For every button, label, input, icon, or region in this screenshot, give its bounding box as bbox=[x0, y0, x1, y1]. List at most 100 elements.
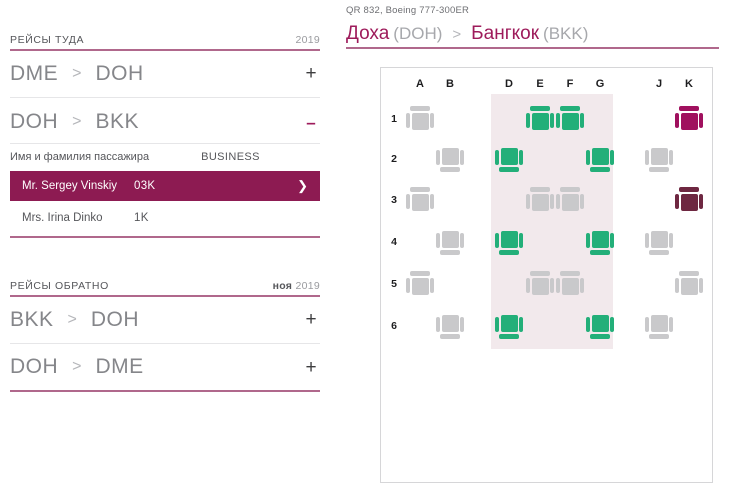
seat-armrest-left bbox=[645, 150, 649, 165]
seat-cushion bbox=[441, 315, 459, 332]
seat-backrest bbox=[649, 250, 669, 255]
expand-leg-icon[interactable]: + bbox=[305, 63, 317, 84]
seat-5K[interactable] bbox=[675, 271, 703, 297]
flight-number-aircraft: QR 832, Boeing 777-300ER bbox=[346, 5, 470, 16]
seat-1A[interactable] bbox=[406, 106, 434, 132]
leg-destination-code: DOH bbox=[95, 61, 144, 85]
seat-6J[interactable] bbox=[645, 313, 673, 339]
chevron-right-icon[interactable]: ❯ bbox=[297, 178, 308, 193]
route-arrow-icon: > bbox=[452, 25, 462, 43]
seat-cushion bbox=[680, 278, 698, 295]
inbound-section-date: ноя 2019 bbox=[273, 280, 320, 292]
leg-origin-code: BKK bbox=[10, 307, 54, 331]
inbound-section-title: РЕЙСЫ ОБРАТНО bbox=[10, 280, 109, 292]
seat-cushion bbox=[561, 278, 579, 295]
passenger-name: Mrs. Irina Dinko bbox=[22, 212, 103, 224]
seat-cushion bbox=[561, 113, 579, 130]
expand-leg-icon[interactable]: + bbox=[305, 309, 317, 330]
seat-3F[interactable] bbox=[556, 187, 584, 213]
seat-cushion bbox=[680, 113, 698, 130]
seat-cushion bbox=[531, 278, 549, 295]
destination-city-code: (BKK) bbox=[543, 24, 589, 43]
flight-leg-doh-bkk[interactable]: DOH > BKK – bbox=[10, 98, 320, 146]
seat-1K[interactable] bbox=[675, 106, 703, 132]
seat-armrest-left bbox=[495, 150, 499, 165]
seat-4G[interactable] bbox=[586, 229, 614, 255]
passenger-name: Mr. Sergey Vinskiy bbox=[22, 180, 118, 192]
seat-4D[interactable] bbox=[495, 229, 523, 255]
seat-armrest-left bbox=[406, 278, 410, 293]
seat-cushion bbox=[411, 194, 429, 211]
seat-armrest-right bbox=[460, 233, 464, 248]
seat-armrest-right bbox=[699, 194, 703, 209]
seat-armrest-right bbox=[699, 113, 703, 128]
seat-armrest-left bbox=[526, 194, 530, 209]
seat-3E[interactable] bbox=[526, 187, 554, 213]
seat-armrest-right bbox=[580, 113, 584, 128]
seat-cushion bbox=[500, 315, 518, 332]
seat-5E[interactable] bbox=[526, 271, 554, 297]
flight-leg-bkk-doh[interactable]: BKK > DOH + bbox=[10, 296, 320, 344]
leg-arrow-icon: > bbox=[72, 358, 82, 375]
seat-armrest-left bbox=[436, 233, 440, 248]
seat-4J[interactable] bbox=[645, 229, 673, 255]
origin-city-name: Доха bbox=[346, 23, 390, 44]
seat-cushion bbox=[500, 148, 518, 165]
seat-row-label-4: 4 bbox=[391, 236, 397, 248]
seat-5A[interactable] bbox=[406, 271, 434, 297]
seat-armrest-right bbox=[460, 150, 464, 165]
seatmap-panel: QR 832, Boeing 777-300ER Доха (DOH) > Ба… bbox=[340, 0, 730, 497]
expand-leg-icon[interactable]: + bbox=[305, 356, 317, 378]
center-section-highlight bbox=[491, 94, 613, 349]
seat-4B[interactable] bbox=[436, 229, 464, 255]
seat-armrest-right bbox=[610, 233, 614, 248]
passenger-name-column-label: Имя и фамилия пассажира bbox=[10, 151, 150, 163]
seat-column-label-a: A bbox=[416, 78, 424, 90]
leg-arrow-icon: > bbox=[72, 64, 82, 82]
seat-armrest-left bbox=[406, 194, 410, 209]
seat-backrest bbox=[560, 271, 580, 276]
seat-backrest bbox=[590, 334, 610, 339]
seat-backrest bbox=[679, 187, 699, 192]
seat-armrest-left bbox=[436, 150, 440, 165]
seat-2G[interactable] bbox=[586, 146, 614, 172]
seat-armrest-left bbox=[675, 113, 679, 128]
seat-3K[interactable] bbox=[675, 187, 703, 213]
seat-armrest-right bbox=[580, 278, 584, 293]
seat-column-label-g: G bbox=[595, 78, 605, 90]
seat-row-label-2: 2 bbox=[391, 153, 397, 165]
seat-6G[interactable] bbox=[586, 313, 614, 339]
outbound-date-year: 2019 bbox=[295, 34, 320, 46]
seat-backrest bbox=[499, 167, 519, 172]
leg-origin-code: DOH bbox=[10, 110, 59, 133]
leg-origin-code: DME bbox=[10, 61, 59, 85]
seat-armrest-right bbox=[669, 150, 673, 165]
seat-backrest bbox=[590, 250, 610, 255]
seat-armrest-left bbox=[675, 278, 679, 293]
passenger-row-selected[interactable]: Mr. Sergey Vinskiy 03K ❯ bbox=[10, 171, 320, 201]
seat-6D[interactable] bbox=[495, 313, 523, 339]
seat-armrest-left bbox=[526, 113, 530, 128]
collapse-leg-icon[interactable]: – bbox=[306, 112, 316, 132]
seat-2D[interactable] bbox=[495, 146, 523, 172]
cabin-class-label: BUSINESS bbox=[201, 151, 260, 163]
passenger-list-divider bbox=[10, 236, 320, 238]
seat-backrest bbox=[679, 106, 699, 111]
seat-armrest-left bbox=[495, 317, 499, 332]
seat-6B[interactable] bbox=[436, 313, 464, 339]
seat-column-label-k: K bbox=[685, 78, 693, 90]
passenger-row[interactable]: Mrs. Irina Dinko 1K bbox=[10, 203, 320, 233]
seat-2B[interactable] bbox=[436, 146, 464, 172]
seat-1F[interactable] bbox=[556, 106, 584, 132]
flight-leg-dme-doh[interactable]: DME > DOH + bbox=[10, 50, 320, 98]
seat-cushion bbox=[650, 315, 668, 332]
seat-5F[interactable] bbox=[556, 271, 584, 297]
flight-leg-doh-dme[interactable]: DOH > DME + bbox=[10, 344, 320, 392]
seat-3A[interactable] bbox=[406, 187, 434, 213]
seat-armrest-right bbox=[550, 194, 554, 209]
seat-1E[interactable] bbox=[526, 106, 554, 132]
seat-2J[interactable] bbox=[645, 146, 673, 172]
outbound-section-date: 2019 bbox=[295, 34, 320, 46]
passenger-list-header: Имя и фамилия пассажира BUSINESS bbox=[10, 143, 320, 170]
